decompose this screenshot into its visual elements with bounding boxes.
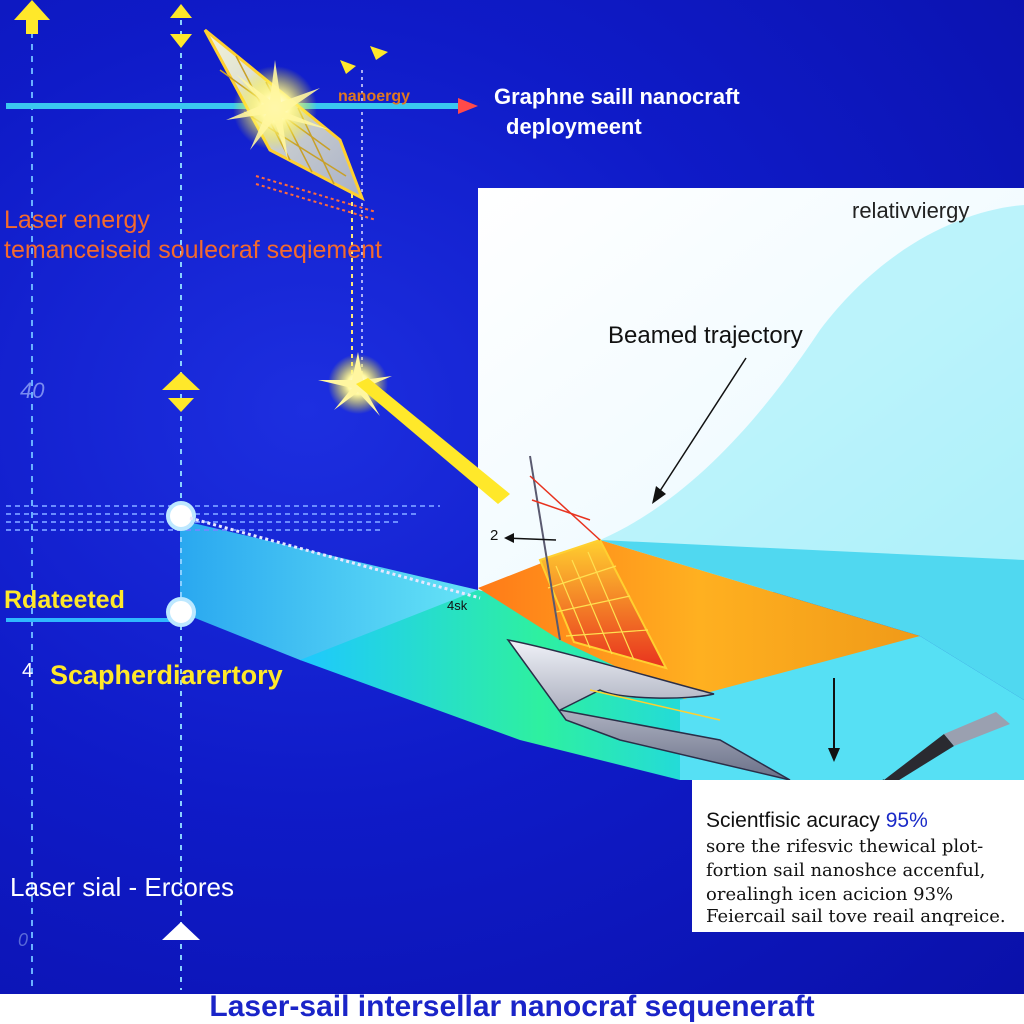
spacecraft-sail (529, 455, 668, 670)
up-arrow-icon (14, 0, 50, 34)
node-icon (166, 501, 196, 531)
tick-label-4: 4 (22, 660, 34, 682)
top-title-line1: Graphne saill nanocraft (494, 84, 740, 109)
laser-beam (356, 378, 510, 504)
spacecraft-hull (506, 638, 791, 781)
info-line4-pct: 93% (913, 884, 954, 905)
double-arrow-icon (170, 4, 192, 48)
spark-icon (340, 60, 356, 74)
marker-label-2: 2 (490, 527, 499, 544)
relativity-label: relativviergy (852, 198, 970, 223)
accuracy-info-box: Scientfisic acuracy 95% sore the rifesvi… (692, 780, 1024, 932)
info-accuracy-text: Scientfisic acuracy (706, 809, 880, 832)
top-title: Graphne saill nanocraft deploymeent (494, 82, 740, 142)
node-icon (166, 597, 196, 627)
info-line4-text: orealingh icen acicion (706, 884, 908, 905)
info-line-5: Feiercail sail tove reail anqreice. (706, 906, 1006, 927)
laser-energy-line1: Laser energy (4, 206, 150, 234)
info-line-4: orealingh icen acicion 93% (706, 884, 953, 906)
info-line-2: sore the rifesvic thewical plot- (706, 836, 984, 857)
marker-arrow-2 (505, 537, 557, 541)
spark-icon (370, 46, 388, 60)
field-lines (6, 505, 440, 531)
info-accuracy-pct: 95% (885, 809, 928, 832)
tick-label-0: 0 (18, 930, 29, 950)
marker-label-4sk: 4sk (447, 598, 468, 613)
nanoergy-label: nanoergy (338, 88, 411, 105)
bottom-title: Laser-sail intersellar nanocraf sequener… (209, 990, 815, 1023)
marker-arrowhead-2 (504, 533, 514, 543)
up-arrow-icon (162, 372, 200, 412)
scapher-label: Scapherdiarertory (50, 660, 283, 690)
info-line-3: fortion sail nanoshce accenful, (706, 860, 986, 881)
pointer-arrowhead (652, 486, 666, 504)
sail-dashes (255, 175, 377, 221)
down-arrow-icon (828, 748, 840, 762)
bottom-strip (0, 994, 1024, 1024)
beam-plane-right (600, 540, 1024, 700)
laser-energy-label: Laser energy temanceiseid soulecraf seqi… (4, 205, 382, 265)
up-arrow-icon (162, 922, 200, 940)
laser-energy-line2: temanceiseid soulecraf seqiement (4, 236, 382, 264)
trajectory-curve-region (600, 205, 1024, 592)
dotted-trajectory (189, 516, 481, 600)
beamed-trajectory-pointer (657, 357, 747, 495)
tick-label-40: 40 (20, 378, 45, 403)
top-title-line2: deploymeent (506, 114, 642, 139)
flare-icon (226, 60, 330, 160)
info-line-accuracy: Scientfisic acuracy 95% (706, 810, 928, 832)
rated-label: Rdateeted (4, 586, 125, 614)
errors-label: Laser sial - Ercores (10, 872, 234, 902)
flare-icon (318, 352, 392, 416)
top-beam-arrowhead (458, 98, 478, 114)
beamed-trajectory-label: Beamed trajectory (608, 322, 803, 349)
